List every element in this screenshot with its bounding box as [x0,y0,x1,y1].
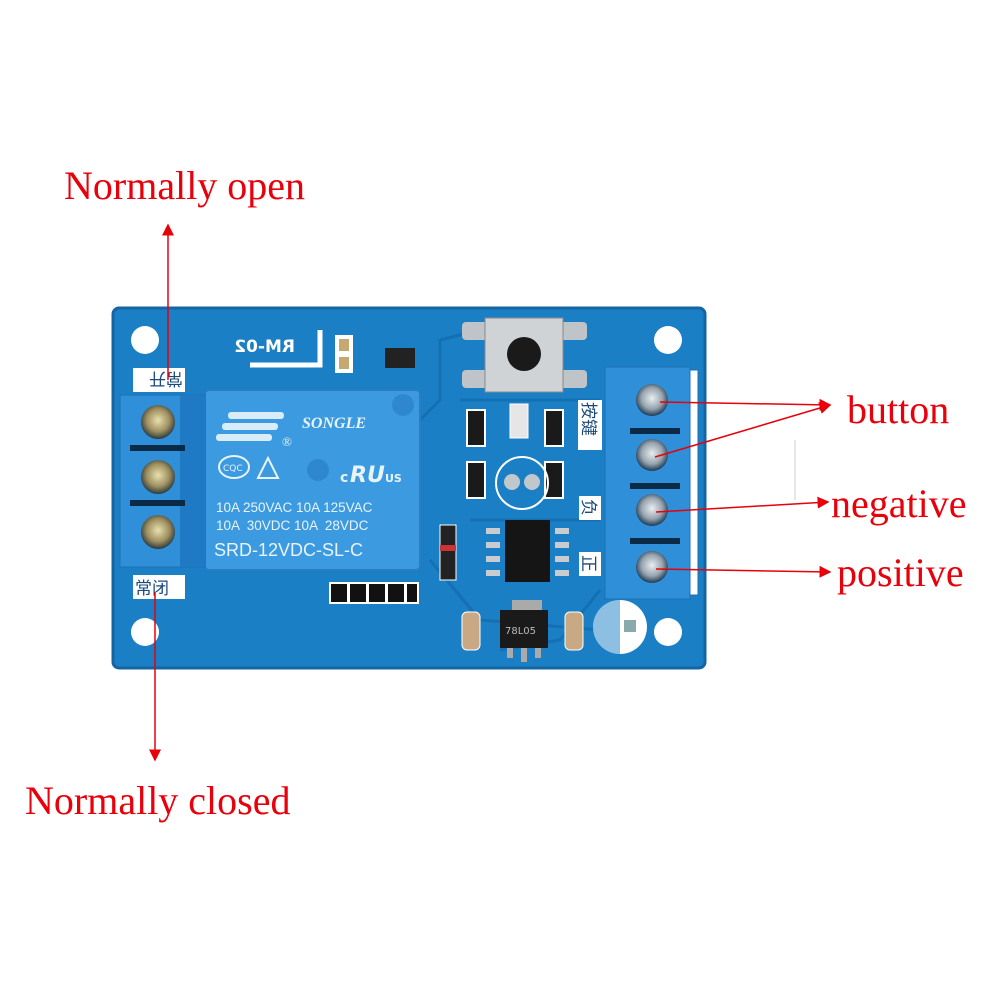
svg-text:78L05: 78L05 [505,626,536,637]
terminal-block-input [604,366,699,600]
silk-normally-open: 常开 [149,368,183,388]
screw-terminal [636,439,668,471]
screw-terminal [636,494,668,526]
silk-normally-closed: 常闭 [135,579,169,599]
silk-rm02: RM-02 [234,330,323,368]
svg-text:CQC: CQC [223,464,243,474]
label-normally-closed: Normally closed [25,778,291,823]
silk-button: 按键 [578,402,598,436]
screw-terminal [141,515,175,549]
screw-terminal [141,460,175,494]
svg-text:SONGLE: SONGLE [302,415,366,432]
svg-text:10A 250VAC 10A 125VAC: 10A 250VAC 10A 125VAC [216,500,373,515]
relay: SONGLE ® CQC c RU US 10A 250VAC 10A 125V… [204,389,421,571]
screw-terminal [141,405,175,439]
push-button[interactable] [462,317,587,393]
arrow-button-1 [659,398,832,411]
arrow-positive [655,565,832,578]
screw-terminal [636,551,668,583]
silk-negative: 负 [578,499,598,516]
svg-text:SRD-12VDC-SL-C: SRD-12VDC-SL-C [214,540,363,560]
songle-logo-icon [216,412,284,441]
svg-text:US: US [385,472,402,485]
svg-text:RM-02: RM-02 [234,337,295,357]
label-normally-open: Normally open [64,163,306,208]
label-positive: positive [837,550,964,595]
arrow-button-2 [654,402,832,458]
terminal-block-output [119,394,206,568]
voltage-regulator: 78L05 [500,600,548,662]
svg-text:®: ® [282,434,292,449]
screw-terminal [636,384,668,416]
svg-text:10A 30VDC 10A 28VDC: 10A 30VDC 10A 28VDC [216,518,369,533]
mounting-holes [131,326,682,646]
svg-text:c: c [340,470,348,486]
label-negative: negative [831,481,967,526]
ic-chip [486,520,569,582]
svg-text:RU: RU [350,463,385,488]
label-button: button [847,387,950,432]
arrow-negative [655,496,830,513]
silk-positive: 正 [578,555,598,572]
